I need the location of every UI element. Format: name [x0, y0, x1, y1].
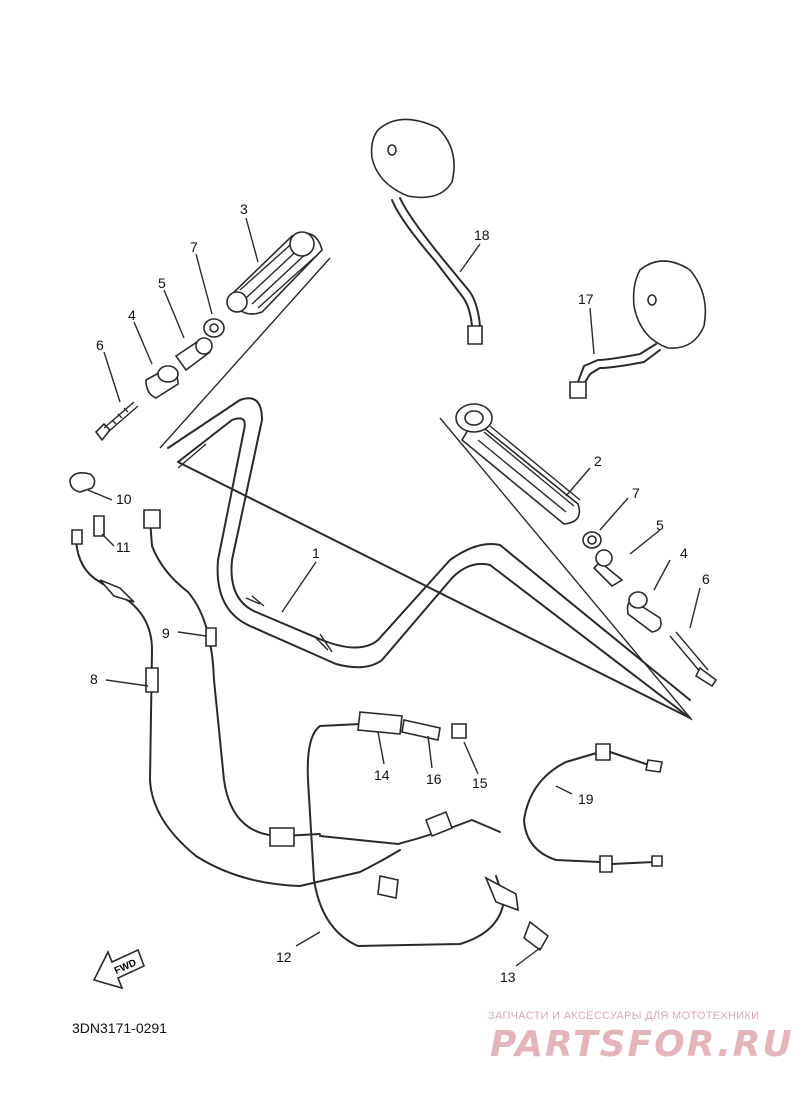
bar-end-screw-right: [669, 631, 718, 688]
callout-5-right: 5: [656, 517, 664, 533]
clutch-cable: [71, 529, 401, 887]
callout-14: 14: [374, 767, 390, 783]
callout-3: 3: [240, 201, 248, 217]
callout-12: 12: [276, 949, 292, 965]
watermark-logo: PARTSFOR.RU: [490, 1024, 794, 1065]
callout-19: 19: [578, 791, 594, 807]
left-grip: [226, 231, 323, 315]
choke-cable: [523, 743, 663, 873]
callout-2: 2: [594, 453, 602, 469]
throttle-cable: [143, 509, 321, 847]
grip-end-washer-left: [203, 318, 225, 338]
mirror-left: [370, 118, 483, 345]
callout-4-left: 4: [128, 307, 136, 323]
callout-13: 13: [500, 969, 516, 985]
right-grip: [455, 403, 581, 525]
fwd-arrow: FWD: [92, 948, 146, 990]
callout-18: 18: [474, 227, 490, 243]
leader-lines: [87, 217, 701, 967]
bar-end-weight-right: [626, 591, 662, 633]
callout-6-left: 6: [96, 337, 104, 353]
callout-11: 11: [116, 539, 131, 555]
handlebar: [159, 257, 693, 721]
callout-15: 15: [472, 775, 488, 791]
callout-7-right: 7: [632, 485, 640, 501]
throttle-cable-assembly: [306, 711, 550, 952]
callout-17: 17: [578, 291, 594, 307]
diagram-code: 3DN3171-0291: [72, 1020, 167, 1036]
mirror-right: [569, 260, 707, 399]
bar-end-screw-left: [94, 401, 139, 442]
callout-1: 1: [312, 545, 320, 561]
callout-5-left: 5: [158, 275, 166, 291]
callout-10: 10: [116, 491, 132, 507]
callout-7-left: 7: [190, 239, 198, 255]
grip-end-washer-right: [582, 531, 602, 549]
watermark-tagline: ЗАПЧАСТИ И АКСЕССУАРЫ ДЛЯ МОТОТЕХНИКИ: [488, 1010, 760, 1022]
bar-end-weight-left: [145, 365, 179, 399]
callout-4-right: 4: [680, 545, 688, 561]
callout-9: 9: [162, 625, 170, 641]
callout-labels: 1 2 3 4 4 5 5 6 6 7 7 8 9 10 11 12 13 14…: [90, 201, 710, 985]
grip-end-spacer-right: [592, 549, 624, 588]
cable-holder: [69, 472, 105, 537]
callout-6-right: 6: [702, 571, 710, 587]
callout-8: 8: [90, 671, 98, 687]
callout-16: 16: [426, 771, 442, 787]
grip-end-spacer-left: [174, 337, 213, 372]
